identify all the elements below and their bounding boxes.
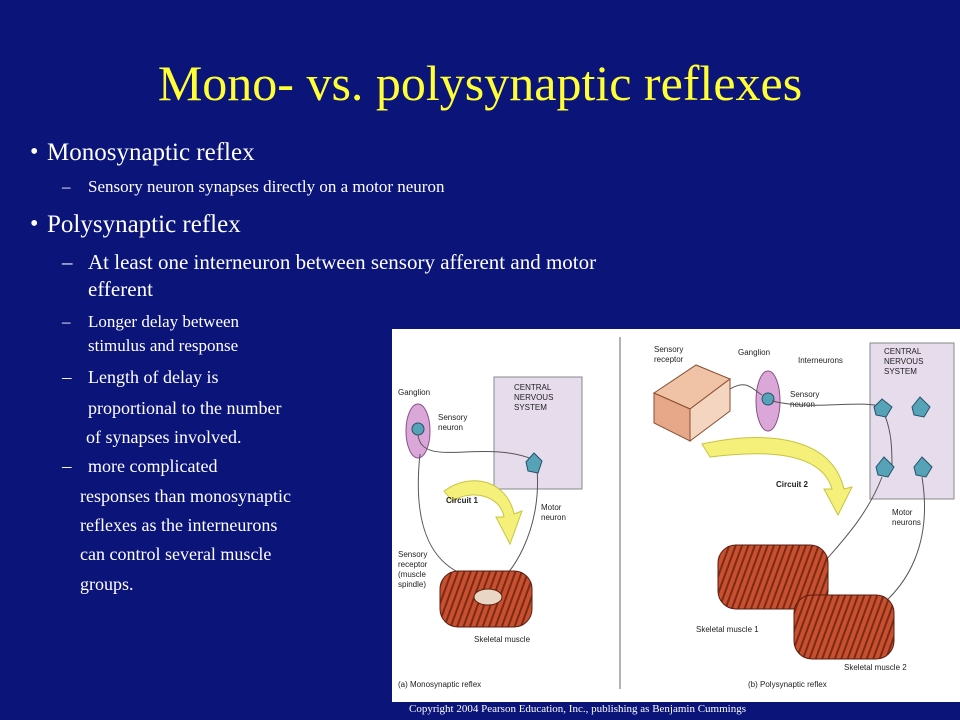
- cns-label-a2: NERVOUS: [514, 393, 553, 402]
- reflex-diagram-figure: CENTRAL NERVOUS SYSTEM Ganglion Sensory …: [392, 329, 960, 702]
- sub-bullet-continuation: reflexes as the interneurons: [80, 515, 278, 535]
- motor-neuron-2-b: [913, 456, 933, 478]
- copyright-notice: Copyright 2004 Pearson Education, Inc., …: [409, 703, 746, 715]
- motor-neuron-label-a2: neuron: [541, 513, 566, 522]
- bullet-text: Polysynaptic reflex: [47, 211, 241, 238]
- muscle2-label-b: Skeletal muscle 2: [844, 663, 907, 672]
- muscle-label-a: Skeletal muscle: [474, 635, 531, 644]
- receptor-label-a2: receptor: [398, 560, 428, 569]
- circuit-label-a: Circuit 1: [446, 496, 479, 505]
- receptor-label-a4: spindle): [398, 580, 426, 589]
- sensory-neuron-body-b: [761, 392, 775, 406]
- dash-mark: –: [62, 312, 71, 331]
- motor-neuron-label-a1: Motor: [541, 503, 562, 512]
- motor-neuron-1-b: [875, 456, 895, 478]
- sensory-neuron-label-a2: neuron: [438, 423, 463, 432]
- sub-bullet-text: Longer delay between: [88, 312, 240, 331]
- bullet-text: Monosynaptic reflex: [47, 139, 255, 166]
- sub-bullet-continuation: can control several muscle: [80, 544, 272, 564]
- ganglion-label-a: Ganglion: [398, 388, 430, 397]
- circuit-label-b: Circuit 2: [776, 480, 809, 489]
- sub-bullet-text: Length of delay is: [88, 367, 219, 387]
- bullet-mark: •: [30, 211, 39, 237]
- ganglion-label-b: Ganglion: [738, 348, 770, 357]
- sensory-neuron-label-b1: Sensory: [790, 390, 819, 399]
- dash-mark: –: [62, 177, 71, 196]
- motor-neurons-label-b2: neurons: [892, 518, 921, 527]
- sensory-axon-b: [771, 400, 883, 408]
- reflex-diagram: CENTRAL NERVOUS SYSTEM Ganglion Sensory …: [398, 337, 955, 689]
- cns-label-b1: CENTRAL: [884, 347, 922, 356]
- sensory-dendrite-b: [729, 384, 763, 396]
- caption-b: (b) Polysynaptic reflex: [748, 680, 827, 689]
- dash-mark: –: [62, 367, 72, 388]
- interneuron-1-b: [873, 398, 893, 418]
- cns-label-b3: SYSTEM: [884, 367, 917, 376]
- skin-receptor-block-b: [652, 364, 732, 442]
- muscle1-label-b: Skeletal muscle 1: [696, 625, 759, 634]
- interneurons-label-b: Interneurons: [798, 356, 843, 365]
- circuit-arrow-a: [443, 480, 523, 546]
- interneuron-2-b: [911, 396, 931, 418]
- muscle-bundle-1-b: [717, 544, 829, 610]
- receptor-label-b2: receptor: [654, 355, 684, 364]
- receptor-label-a3: (muscle: [398, 570, 427, 579]
- dash-mark: –: [62, 456, 72, 477]
- sensory-axon-a: [417, 434, 533, 460]
- sensory-neuron-label-a1: Sensory: [438, 413, 467, 422]
- circuit-arrow-b: [701, 437, 853, 517]
- sensory-neuron-body-a: [411, 422, 425, 436]
- cns-label-b2: NERVOUS: [884, 357, 923, 366]
- sub-bullet-text: Sensory neuron synapses directly on a mo…: [88, 177, 445, 196]
- muscle-bundle-2-b: [793, 594, 895, 660]
- receptor-label-a1: Sensory: [398, 550, 427, 559]
- sub-bullet-continuation: efferent: [88, 277, 153, 301]
- sub-bullet-continuation: proportional to the number: [88, 398, 282, 418]
- bullet-mark: •: [30, 139, 39, 165]
- motor-neuron-body-a: [525, 452, 543, 474]
- sub-bullet-continuation: of synapses involved.: [86, 427, 242, 447]
- cns-label-a3: SYSTEM: [514, 403, 547, 412]
- receptor-label-b1: Sensory: [654, 345, 683, 354]
- motor-neurons-label-b1: Motor: [892, 508, 913, 517]
- dash-mark: –: [62, 250, 73, 274]
- caption-a: (a) Monosynaptic reflex: [398, 680, 481, 689]
- sub-bullet-continuation: responses than monosynaptic: [80, 486, 291, 506]
- sub-bullet-continuation: groups.: [80, 574, 134, 594]
- slide-title: Mono- vs. polysynaptic reflexes: [157, 55, 803, 111]
- muscle-bundle-a: [439, 570, 533, 628]
- sub-bullet-continuation: stimulus and response: [88, 336, 239, 355]
- sub-bullet-text: more complicated: [88, 456, 218, 476]
- cns-label-a1: CENTRAL: [514, 383, 552, 392]
- sub-bullet-text: At least one interneuron between sensory…: [88, 250, 597, 274]
